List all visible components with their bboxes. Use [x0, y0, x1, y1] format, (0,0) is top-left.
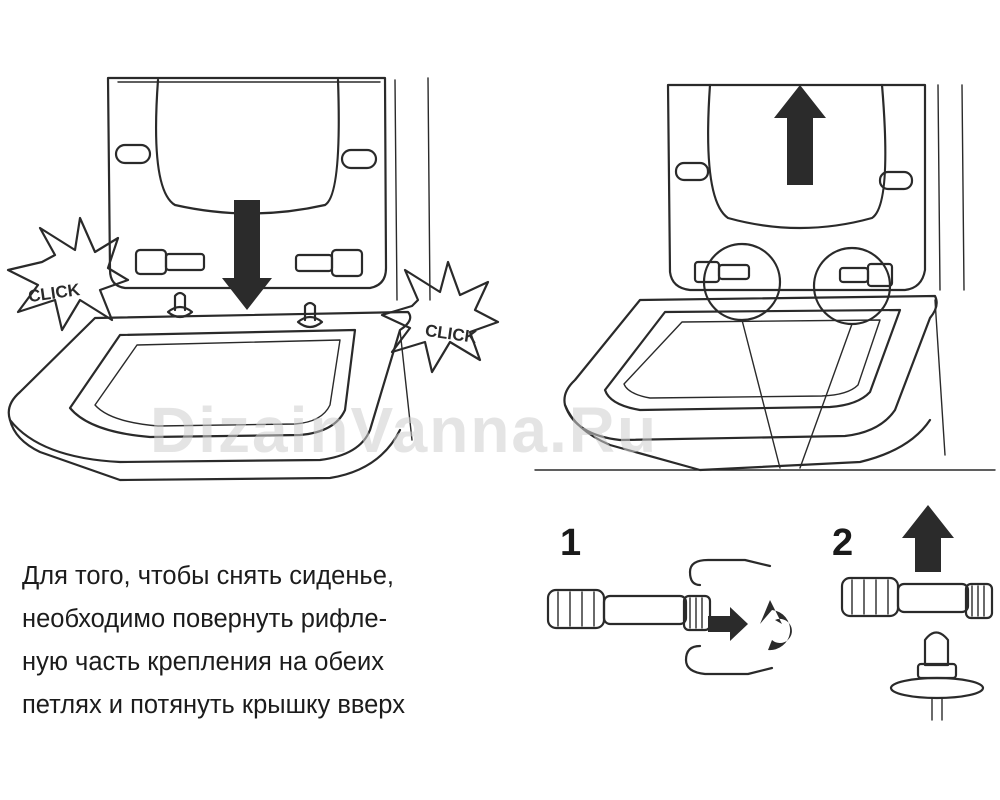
- step-number-1: 1: [560, 522, 581, 564]
- arrow-down-icon: [222, 200, 272, 310]
- click-label-right: CLICK: [424, 321, 479, 347]
- step1-hinge-detail: [546, 558, 774, 676]
- right-toilet-drawing: [534, 83, 996, 472]
- caption-line-2: необходимо повернуть рифле-: [22, 605, 388, 633]
- caption-line-1: Для того, чтобы снять сиденье,: [22, 562, 394, 590]
- instruction-caption: Для того, чтобы снять сиденье, необходим…: [22, 555, 542, 727]
- step2-hinge-detail: [840, 576, 994, 721]
- arrow-up-icon: [774, 85, 826, 185]
- caption-line-4: петлях и потянуть крышку вверх: [22, 691, 405, 719]
- arrow-up-icon-step2: [902, 505, 954, 572]
- rotate-icon: [760, 600, 792, 651]
- step-number-2: 2: [832, 522, 853, 564]
- arrow-right-icon: [708, 607, 748, 641]
- caption-line-3: ную часть крепления на обеих: [22, 648, 384, 676]
- left-toilet-drawing: CLICK CLICK: [6, 76, 500, 482]
- watermark: DizainVanna.Ru: [150, 394, 658, 466]
